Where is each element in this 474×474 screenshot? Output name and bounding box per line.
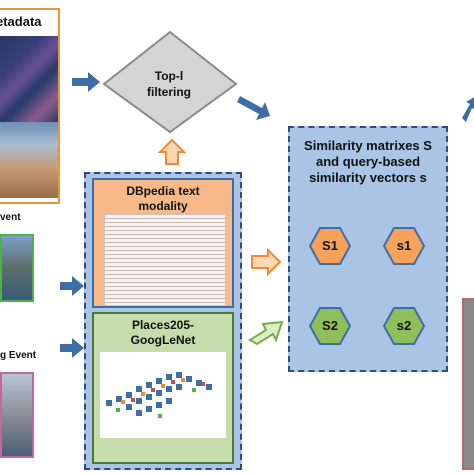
- dbpedia-title-line2: modality: [138, 199, 188, 213]
- event-image-2: [0, 372, 34, 458]
- node-label-S2: S2: [322, 318, 338, 333]
- hex-s1-lower: [382, 227, 426, 265]
- arrow-filter-to-sim: [237, 96, 270, 120]
- arrow-places-to-sim: [248, 320, 284, 346]
- dbpedia-title-line1: DBpedia text: [126, 184, 200, 198]
- arrow-meta-to-filter: [72, 72, 100, 92]
- network-graphic: [106, 372, 212, 418]
- arrow-event1: [60, 276, 84, 296]
- dbpedia-title: DBpedia text modality: [92, 184, 234, 214]
- similarity-title-line1: Similarity matrixes S: [304, 138, 432, 153]
- node-label-s2: s2: [396, 318, 412, 333]
- hex-S2: [308, 307, 352, 345]
- node-label-s1: s1: [396, 238, 412, 253]
- arrow-event2: [60, 338, 84, 358]
- filter-label: Top-l filtering: [132, 68, 206, 100]
- filter-diamond: [102, 30, 238, 134]
- node-label-S1: S1: [322, 238, 338, 253]
- arrow-sim-to-right: [462, 97, 474, 122]
- right-image-frame: [462, 298, 474, 470]
- metadata-title: etadata: [0, 14, 42, 29]
- filter-label-line2: filtering: [147, 85, 191, 99]
- similarity-hexagons: [308, 227, 426, 345]
- arrow-dbpedia-to-sim: [251, 247, 282, 277]
- event-label-2: g Event: [0, 350, 37, 361]
- metadata-image-bottom: [0, 122, 58, 198]
- event-image-1: [0, 234, 34, 302]
- filter-label-line1: Top-l: [154, 69, 184, 83]
- network-thumbnail: [100, 352, 226, 438]
- metadata-image-top: [0, 36, 58, 124]
- places-title-line2: GoogLeNet: [130, 333, 196, 347]
- similarity-title-line2: and query-based: [315, 154, 421, 169]
- places-title-line1: Places205-: [131, 318, 195, 332]
- hex-s2-lower: [382, 307, 426, 345]
- arrow-dbpedia-to-filter: [157, 138, 187, 165]
- hex-S1: [308, 227, 352, 265]
- similarity-title-line3: similarity vectors s: [309, 170, 427, 185]
- event-label-1: vent: [0, 212, 21, 223]
- similarity-title: Similarity matrixes S and query-based si…: [292, 138, 444, 186]
- places-title: Places205- GoogLeNet: [92, 318, 234, 348]
- document-thumbnail: [104, 214, 226, 306]
